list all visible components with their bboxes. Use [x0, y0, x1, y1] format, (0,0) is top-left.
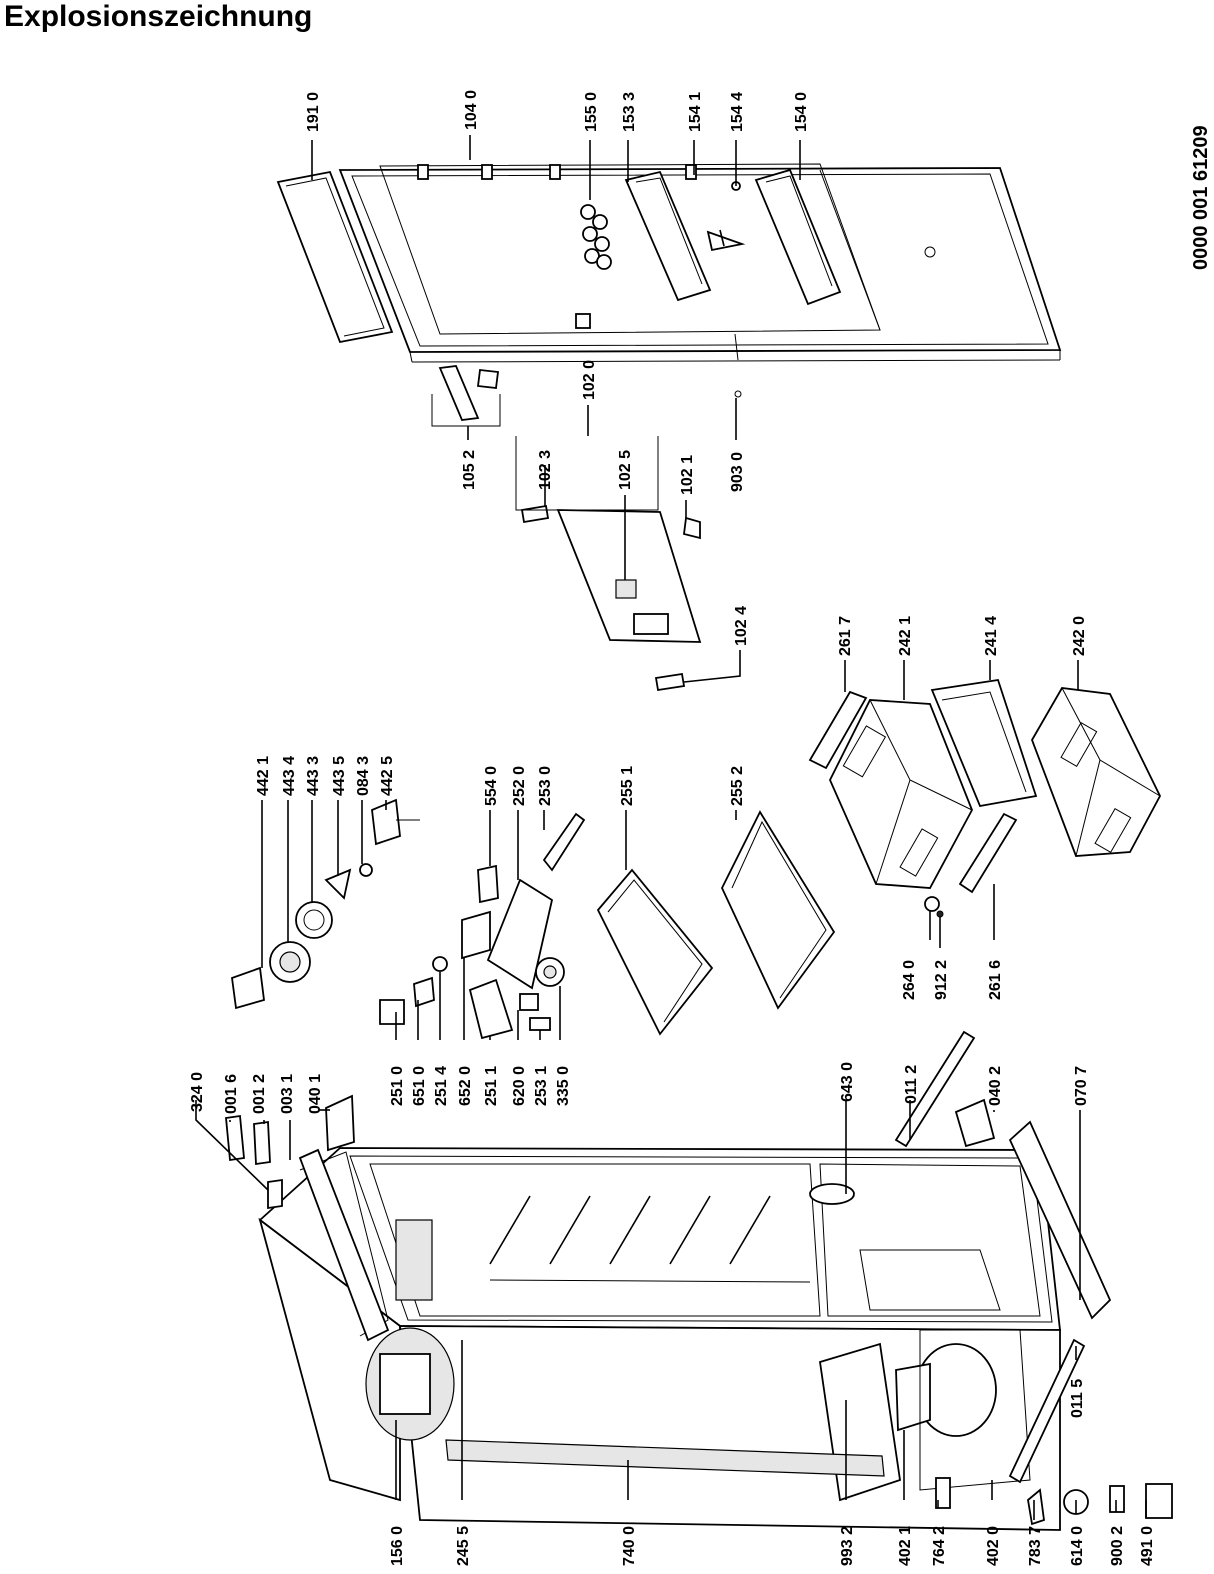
label-242-0: 242 0: [1071, 616, 1088, 656]
label-154-0: 154 0: [793, 92, 810, 132]
label-040-1: 040 1: [307, 1074, 324, 1114]
label-191-0: 191 0: [305, 92, 322, 132]
label-251-0: 251 0: [389, 1066, 406, 1106]
part-labels: 191 0 104 0 155 0 153 3 154 1 154 4 154 …: [189, 90, 1156, 1566]
label-255-2: 255 2: [729, 766, 746, 806]
label-011-2: 011 2: [903, 1065, 920, 1104]
label-253-1: 253 1: [533, 1066, 550, 1106]
label-764-2: 764 2: [931, 1526, 948, 1566]
label-652-0: 652 0: [457, 1066, 474, 1106]
label-001-6: 001 6: [223, 1074, 240, 1114]
label-252-0: 252 0: [511, 766, 528, 806]
label-070-7: 070 7: [1073, 1066, 1090, 1106]
label-402-1: 402 1: [897, 1526, 914, 1566]
label-255-1: 255 1: [619, 766, 636, 806]
label-242-1: 242 1: [897, 616, 914, 656]
label-102-0: 102 0: [581, 360, 598, 400]
label-900-2: 900 2: [1109, 1526, 1126, 1566]
label-040-2: 040 2: [987, 1066, 1004, 1106]
door-assembly: [276, 163, 1062, 363]
page-title: Explosionszeichnung: [4, 0, 313, 33]
label-245-5: 245 5: [455, 1526, 472, 1566]
label-104-0: 104 0: [463, 90, 480, 130]
label-102-5: 102 5: [617, 450, 634, 490]
label-084-3: 084 3: [355, 756, 372, 796]
label-155-0: 155 0: [583, 92, 600, 132]
label-102-3: 102 3: [537, 450, 554, 490]
label-324-0: 324 0: [189, 1072, 206, 1112]
label-402-0: 402 0: [985, 1526, 1002, 1566]
control-parts: [379, 812, 586, 1040]
label-491-0: 491 0: [1139, 1526, 1156, 1566]
label-105-2: 105 2: [461, 450, 478, 490]
label-783-7: 783 7: [1027, 1526, 1044, 1566]
label-443-3: 443 3: [305, 756, 322, 796]
label-156-0: 156 0: [389, 1526, 406, 1566]
label-261-6: 261 6: [987, 960, 1004, 1000]
label-153-3: 153 3: [621, 92, 638, 132]
crosspiece-assembly: [431, 365, 742, 692]
label-261-7: 261 7: [837, 616, 854, 656]
label-651-0: 651 0: [411, 1066, 428, 1106]
label-643-0: 643 0: [839, 1062, 856, 1102]
label-740-0: 740 0: [621, 1526, 638, 1566]
label-001-2: 001 2: [251, 1074, 268, 1114]
label-993-2: 993 2: [839, 1526, 856, 1566]
label-912-2: 912 2: [933, 960, 950, 1000]
label-614-0: 614 0: [1069, 1526, 1086, 1566]
label-154-1: 154 1: [687, 92, 704, 132]
label-102-1: 102 1: [679, 455, 696, 495]
leader-lines: [195, 135, 1147, 1520]
label-620-0: 620 0: [511, 1066, 528, 1106]
label-335-0: 335 0: [555, 1066, 572, 1106]
glass-shelves: [596, 810, 836, 1036]
label-154-4: 154 4: [729, 92, 746, 132]
egg-tray: [580, 204, 612, 270]
label-253-0: 253 0: [537, 766, 554, 806]
label-442-1: 442 1: [255, 756, 272, 796]
label-443-4: 443 4: [281, 756, 298, 796]
label-102-4: 102 4: [733, 606, 750, 646]
fan-assembly: [231, 798, 420, 1010]
cabinet: [225, 1030, 1173, 1531]
label-903-0: 903 0: [729, 452, 746, 492]
drawers: [808, 678, 1162, 918]
label-443-5: 443 5: [331, 756, 348, 796]
label-251-4: 251 4: [433, 1066, 450, 1106]
label-251-1: 251 1: [483, 1066, 500, 1106]
label-003-1: 003 1: [279, 1074, 296, 1114]
label-442-5: 442 5: [379, 756, 396, 796]
label-011-5: 011 5: [1069, 1379, 1086, 1418]
label-241-4: 241 4: [983, 616, 1000, 656]
label-554-0: 554 0: [483, 766, 500, 806]
label-264-0: 264 0: [901, 960, 918, 1000]
